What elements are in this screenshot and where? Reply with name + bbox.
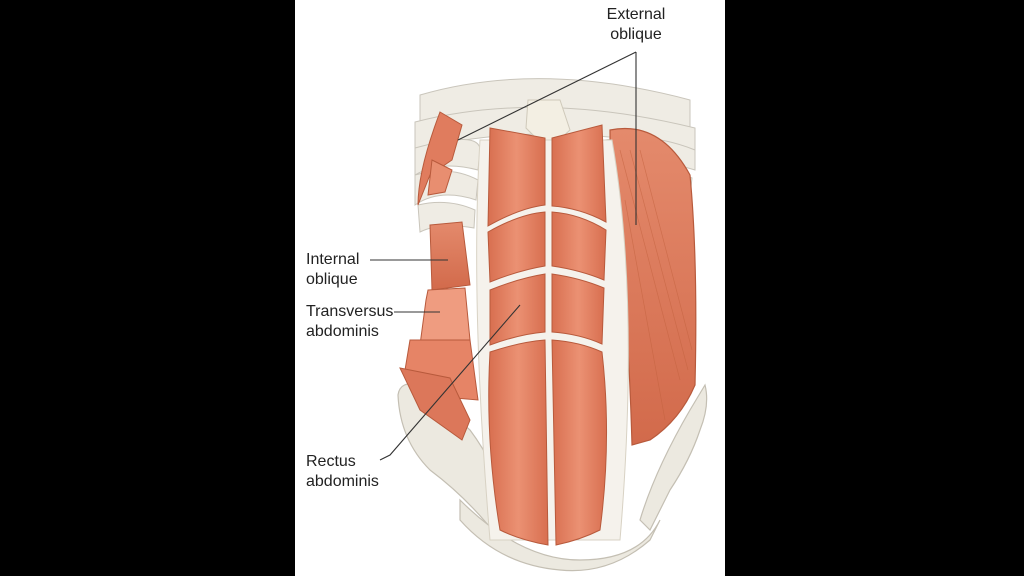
label-internal-oblique: Internal oblique xyxy=(306,251,360,288)
label-transversus-abdominis: Transversus abdominis xyxy=(306,303,394,340)
leader-lines xyxy=(370,51,637,461)
label-external-oblique: External oblique xyxy=(606,6,666,43)
leader-external-oblique-1 xyxy=(457,51,637,141)
label-rectus-abdominis: Rectus abdominis xyxy=(306,453,379,490)
external-oblique-fibers xyxy=(619,149,693,421)
pelvis xyxy=(397,383,708,572)
left-deep-muscles xyxy=(399,111,479,441)
transversus-abdominis-muscle xyxy=(419,287,471,346)
rectus-abdominis-muscle xyxy=(487,124,608,546)
internal-oblique-muscle xyxy=(429,221,471,291)
leader-rectus-abdominis xyxy=(379,304,521,461)
